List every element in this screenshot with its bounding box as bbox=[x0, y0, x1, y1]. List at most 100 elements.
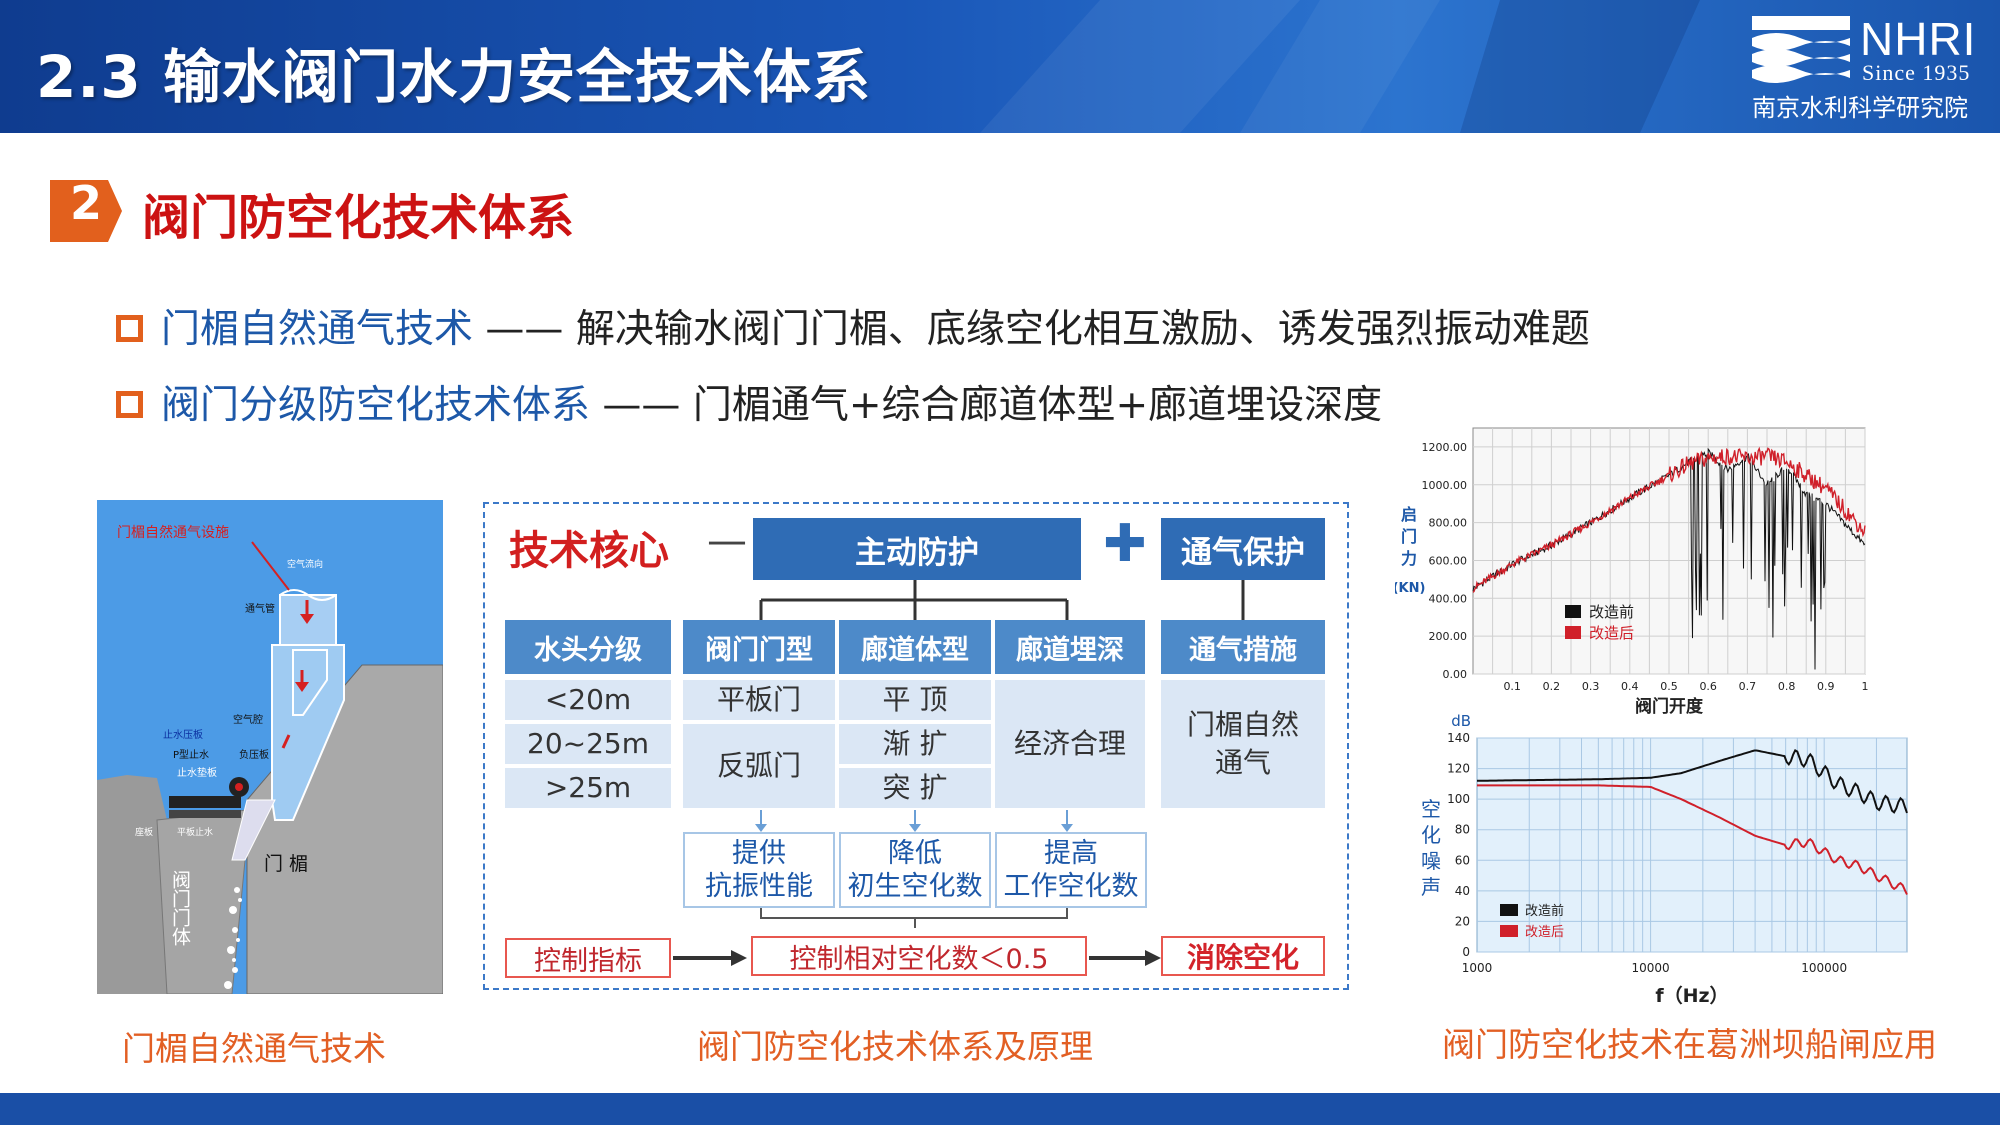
charts-area: 0.00200.00400.00600.00800.001000.001200.… bbox=[1395, 427, 1908, 1007]
tech-core-label: 技术核心 bbox=[509, 528, 669, 574]
chart2-y-label: 空 bbox=[1421, 797, 1441, 821]
chart2-series-before bbox=[1477, 749, 1908, 814]
chart2-y-tick: 20 bbox=[1455, 914, 1470, 928]
chart1-x-tick: 1 bbox=[1862, 680, 1869, 693]
col-header-head-grade: 水头分级 bbox=[505, 620, 671, 674]
cell-gallery-depth: 经济合理 bbox=[995, 680, 1145, 808]
anti-cavitation-diagram: 技术核心 — 主动防护 ✚ 通气保护 水头分级 阀门门型 廊道体型 廊道埋深 通… bbox=[483, 502, 1349, 990]
chart1-x-label: 阀门开度 bbox=[1635, 696, 1704, 717]
logo-since: Since 1935 bbox=[1862, 60, 1971, 85]
label-gate-body: 阀门门体 bbox=[169, 870, 191, 946]
chart1-legend-label: 改造前 bbox=[1589, 603, 1634, 621]
chart1-x-tick: 0.1 bbox=[1503, 680, 1521, 693]
cell-head-grade: 20~25m bbox=[505, 724, 671, 764]
chart1-legend-label: 改造后 bbox=[1589, 624, 1634, 642]
section-number: 2 bbox=[69, 176, 102, 230]
bullet-desc: 门楣通气+综合廊道体型+廊道埋设深度 bbox=[692, 383, 1383, 428]
tech-core-dash: — bbox=[707, 518, 747, 564]
chart1-legend-swatch bbox=[1565, 626, 1581, 639]
chart1-y-tick: 1200.00 bbox=[1422, 441, 1468, 454]
chart2-legend-swatch bbox=[1500, 925, 1518, 937]
chart2-y-tick: 140 bbox=[1447, 731, 1470, 745]
caption-left: 门楣自然通气技术 bbox=[122, 1029, 386, 1068]
bullet-item: 门楣自然通气技术 —— 解决输水阀门门楣、底缘空化相互激励、诱发强烈振动难题 bbox=[116, 298, 1590, 352]
chart1-y-label: 启 bbox=[1401, 505, 1417, 524]
chart1-x-tick: 0.2 bbox=[1543, 680, 1561, 693]
logo-name-cn: 南京水利科学研究院 bbox=[1752, 94, 1968, 122]
result-box: 提高 工作空化数 bbox=[995, 832, 1147, 908]
result-box: 降低 初生空化数 bbox=[839, 832, 991, 908]
label-seat-plate: 座板 bbox=[135, 826, 153, 838]
chart1-y-unit: (KN) bbox=[1395, 581, 1425, 596]
caption-right: 阀门防空化技术在葛洲坝船闸应用 bbox=[1442, 1025, 1937, 1064]
chart2-legend-label: 改造前 bbox=[1525, 903, 1564, 919]
chart2-y-tick: 100 bbox=[1447, 792, 1470, 806]
label-p-seal: P型止水 bbox=[173, 748, 209, 761]
chart2-y-label: 化 bbox=[1421, 823, 1441, 847]
chart2-legend-swatch bbox=[1500, 904, 1518, 916]
col-header-gate-type: 阀门门型 bbox=[683, 620, 835, 674]
active-protection-box: 主动防护 bbox=[753, 518, 1081, 580]
chart1-y-tick: 1000.00 bbox=[1422, 479, 1468, 492]
bullet-separator: —— bbox=[485, 307, 564, 352]
chart1-y-tick: 800.00 bbox=[1429, 517, 1468, 530]
label-air-flow: 空气流向 bbox=[287, 558, 323, 570]
chart2-y-tick: 40 bbox=[1455, 884, 1470, 898]
chart1-x-tick: 0.3 bbox=[1582, 680, 1600, 693]
chart1-series-before bbox=[1472, 447, 1866, 670]
chart2-y-tick: 120 bbox=[1447, 762, 1470, 776]
col-header-gallery-depth: 廊道埋深 bbox=[995, 620, 1145, 674]
cell-gallery-shape: 突 扩 bbox=[839, 768, 991, 808]
chart1-x-tick: 0.4 bbox=[1621, 680, 1639, 693]
bullet-term: 门楣自然通气技术 bbox=[161, 307, 474, 352]
header-decoration bbox=[980, 0, 1700, 133]
chart1-x-tick: 0.5 bbox=[1660, 680, 1678, 693]
cell-gate-type: 平板门 bbox=[683, 680, 835, 720]
chart1-y-tick: 400.00 bbox=[1429, 592, 1468, 605]
section-title: 阀门防空化技术体系 bbox=[142, 190, 575, 246]
chart2-y-tick: 0 bbox=[1462, 945, 1470, 959]
bullet-term: 阀门分级防空化技术体系 bbox=[161, 383, 591, 428]
control-index-value: 控制相对空化数＜0.5 bbox=[751, 936, 1087, 976]
chart2-y-label: 声 bbox=[1421, 875, 1441, 899]
label-vent-pipe: 通气管 bbox=[245, 602, 275, 615]
bullet-desc: 解决输水阀门门楣、底缘空化相互激励、诱发强烈振动难题 bbox=[575, 307, 1590, 352]
section-number-badge bbox=[50, 180, 122, 242]
chart2-series-after bbox=[1477, 784, 1908, 895]
cell-gallery-shape: 渐 扩 bbox=[839, 724, 991, 764]
gate-aeration-schematic: 门楣自然通气设施 空气流向 通气管 空气腔 止水压板 P型止水 负压板 止水垫板… bbox=[97, 500, 443, 994]
chart2-x-label: f（Hz） bbox=[1655, 984, 1728, 1007]
control-result: 消除空化 bbox=[1161, 936, 1325, 976]
cell-head-grade: >25m bbox=[505, 768, 671, 808]
col-header-aeration: 通气措施 bbox=[1161, 620, 1325, 674]
logo-abbr: NHRI bbox=[1860, 13, 1977, 65]
diagram-connectors bbox=[673, 580, 1245, 966]
control-index-label: 控制指标 bbox=[505, 938, 671, 978]
chart2-y-unit: dB bbox=[1451, 712, 1471, 730]
chart2-x-tick: 1000 bbox=[1462, 961, 1493, 975]
label-flat-seal: 平板止水 bbox=[177, 826, 213, 838]
chart1-y-label: 门 bbox=[1401, 527, 1417, 546]
cell-head-grade: <20m bbox=[505, 680, 671, 720]
label-air-chamber: 空气腔 bbox=[233, 713, 263, 726]
chart1-legend-swatch bbox=[1565, 605, 1581, 618]
chart1-y-tick: 200.00 bbox=[1429, 630, 1468, 643]
chart1-series-after bbox=[1472, 446, 1866, 593]
label-lintel: 门 楣 bbox=[264, 853, 308, 875]
chart1-y-tick: 0.00 bbox=[1443, 668, 1468, 681]
label-seal-plate: 止水垫板 bbox=[177, 766, 217, 779]
result-box: 提供 抗振性能 bbox=[683, 832, 835, 908]
chart2-legend-label: 改造后 bbox=[1525, 925, 1564, 940]
label-neg-plate: 负压板 bbox=[239, 748, 269, 761]
bullet-separator: —— bbox=[602, 383, 681, 428]
label-facility: 门楣自然通气设施 bbox=[117, 524, 229, 541]
label-stop-plate: 止水压板 bbox=[163, 728, 203, 741]
footer-bar bbox=[0, 1093, 2000, 1125]
col-header-gallery-shape: 廊道体型 bbox=[839, 620, 991, 674]
nhri-logo: NHRI Since 1935 南京水利科学研究院 bbox=[1748, 12, 1988, 124]
chart2-x-tick: 10000 bbox=[1631, 961, 1669, 975]
aeration-protection-box: 通气保护 bbox=[1161, 518, 1325, 580]
chart2-y-tick: 80 bbox=[1455, 823, 1470, 837]
chart1-x-tick: 0.8 bbox=[1778, 680, 1796, 693]
